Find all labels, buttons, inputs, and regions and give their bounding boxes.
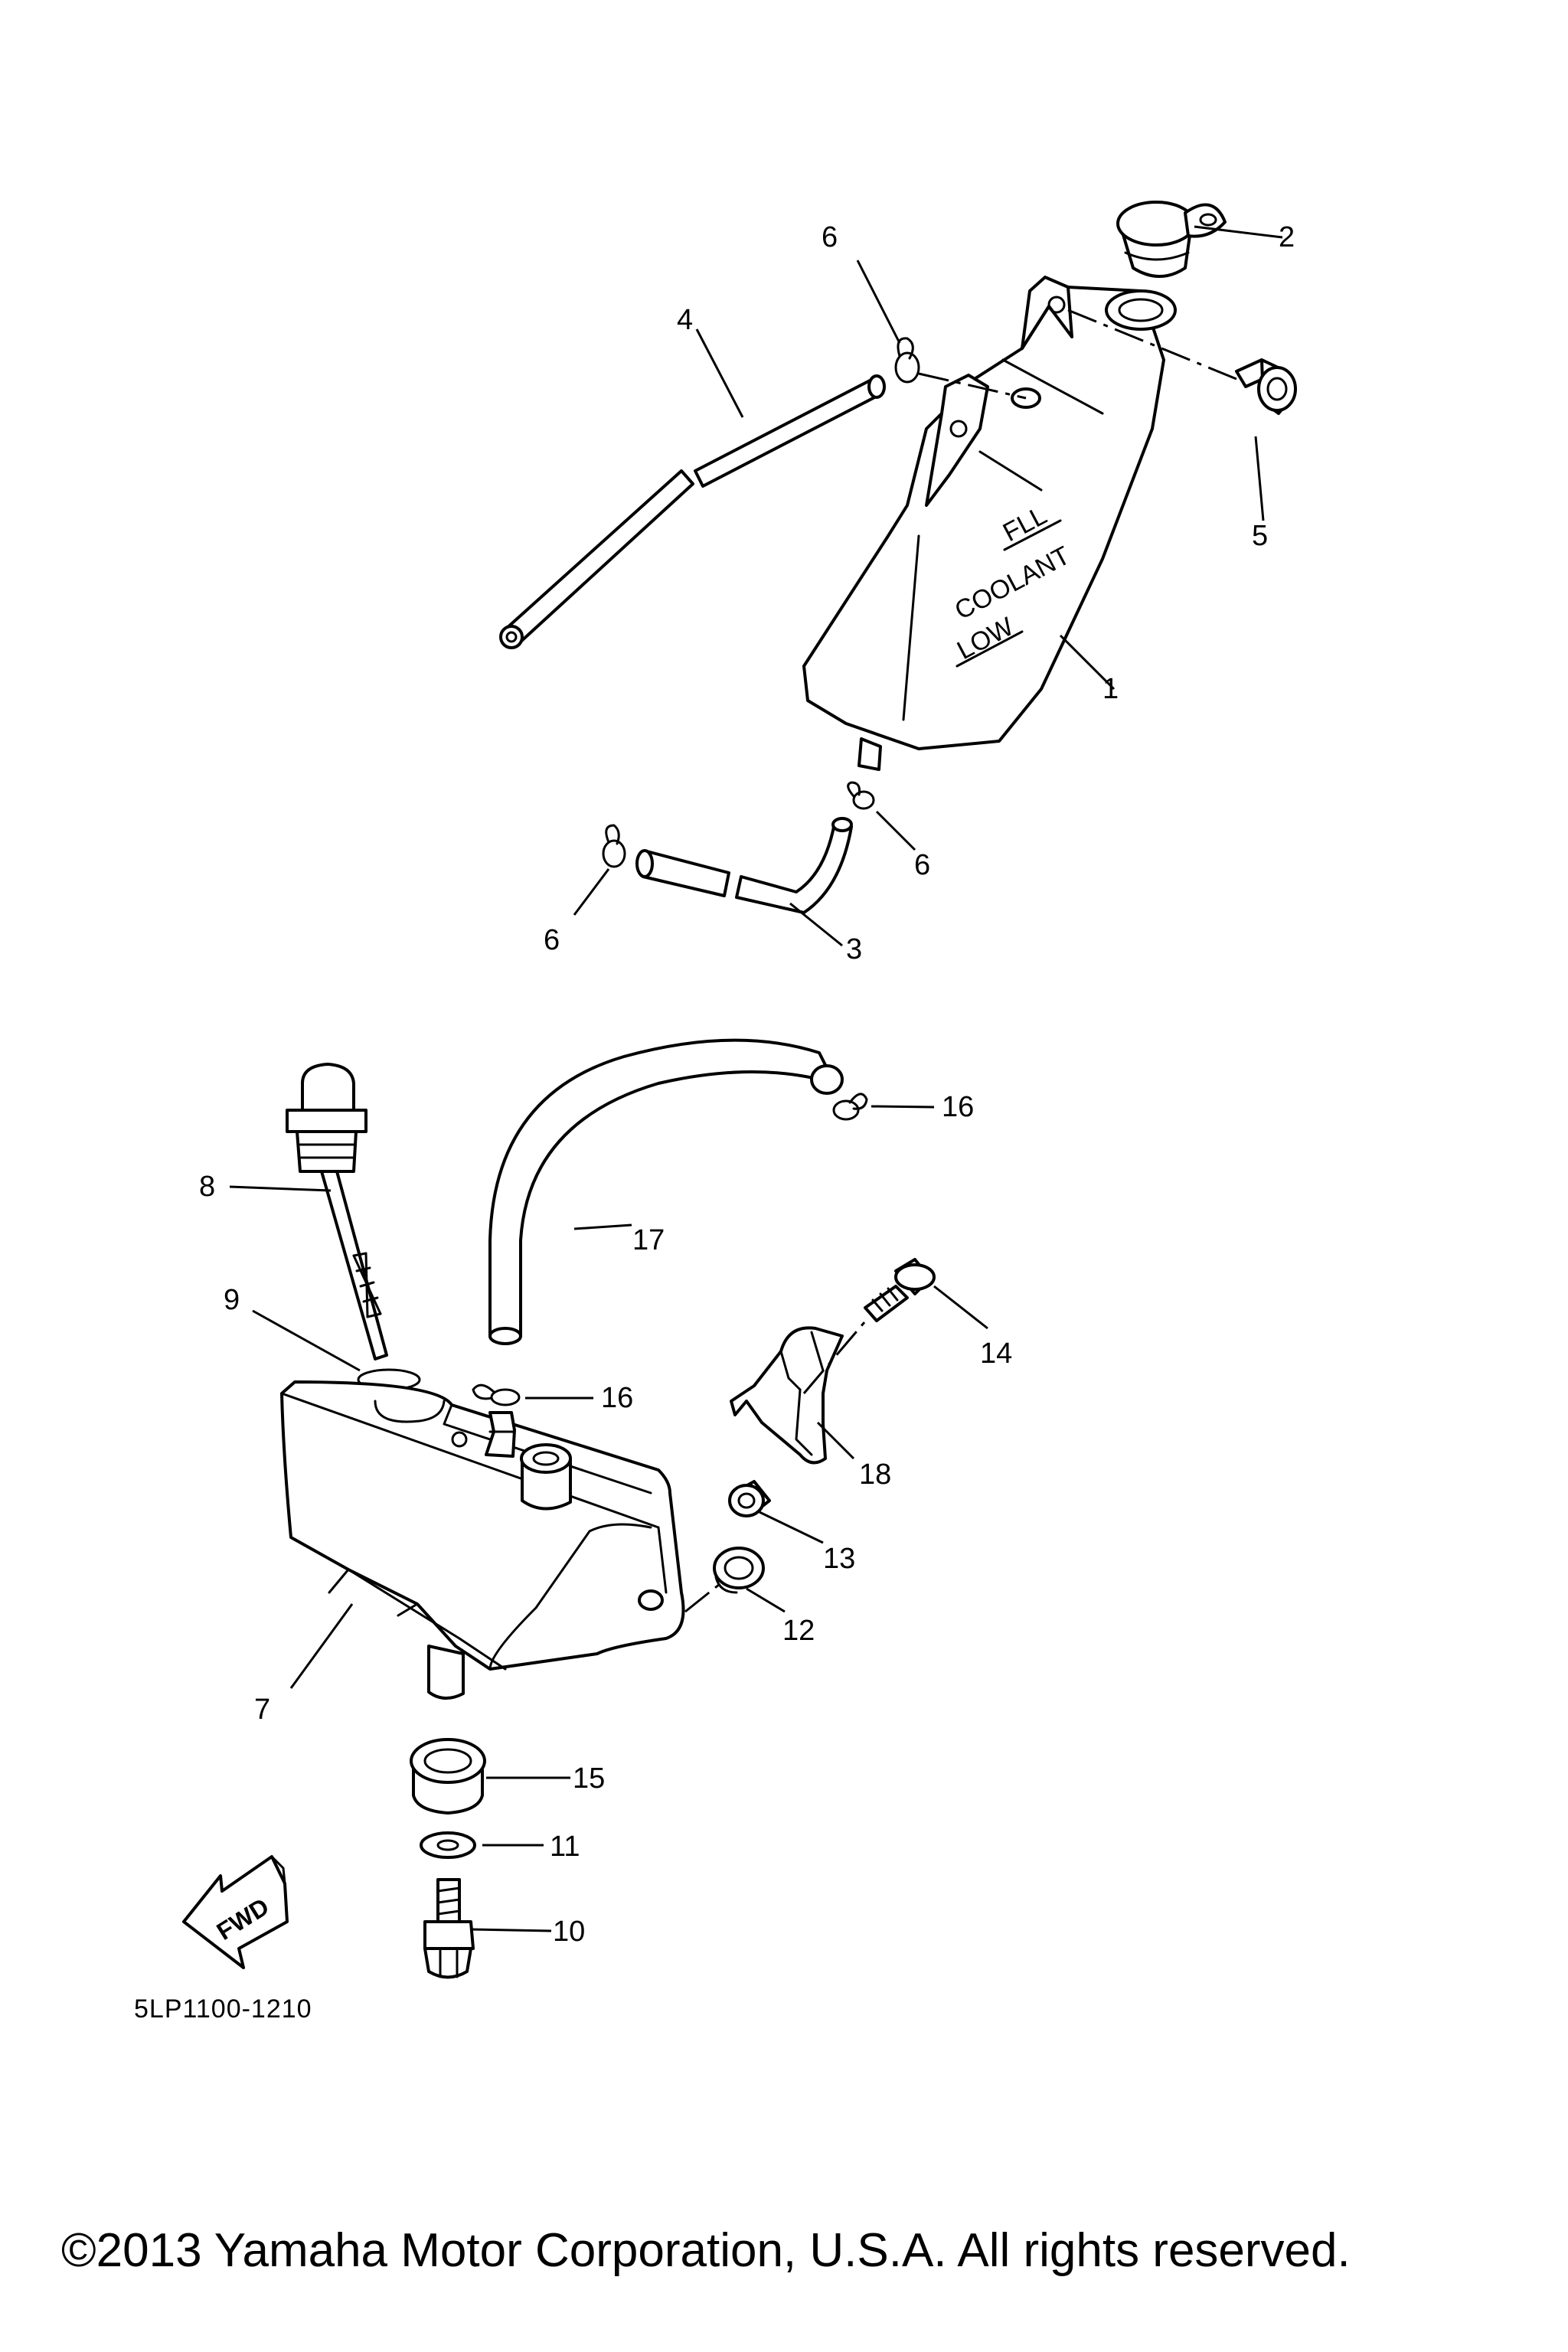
grommet	[713, 1547, 765, 1594]
copyright-notice: ©2013 Yamaha Motor Corporation, U.S.A. A…	[61, 2224, 1351, 2277]
callout-8: 8	[199, 1171, 215, 1203]
drain-washer	[420, 1831, 476, 1859]
breather-clamp-top	[832, 1093, 868, 1121]
bolt-alignment-line	[1067, 309, 1237, 381]
leader-lines	[229, 225, 1283, 1932]
callout-numbers: 1 2 3 4 5 6 6 6 7 8 9 10 11 12 13 14 15 …	[199, 221, 1295, 1948]
fwd-direction-arrow	[182, 1855, 289, 1969]
callout-6-left: 6	[544, 924, 560, 956]
collar	[728, 1480, 771, 1517]
hose-clamp-bottom-right	[847, 781, 875, 810]
callout-12: 12	[782, 1615, 815, 1647]
tank-decal-full-line	[1003, 519, 1062, 551]
callout-6-right: 6	[914, 849, 930, 881]
callout-13: 13	[823, 1543, 855, 1575]
drain-bolt	[423, 1878, 475, 1979]
breather-clamp-bottom	[472, 1383, 521, 1406]
callout-1: 1	[1102, 673, 1119, 705]
callout-15: 15	[573, 1762, 605, 1795]
coolant-reservoir-tank	[802, 276, 1177, 771]
bracket-bolt	[864, 1258, 936, 1322]
callout-3: 3	[846, 933, 862, 965]
callout-16-bottom: 16	[601, 1382, 633, 1414]
grommet-alignment-line	[684, 1579, 724, 1613]
hose-clamp-bottom-left	[602, 824, 626, 868]
overflow-hose	[499, 374, 886, 649]
hose-alignment-line	[918, 372, 1027, 400]
hose-clamp-top	[894, 337, 920, 384]
callout-6-top: 6	[822, 221, 838, 253]
bracket-alignment-line	[802, 1316, 871, 1394]
tank-decal-low-line	[956, 630, 1024, 668]
diagram-reference: 5LP1100-1210	[134, 1994, 312, 2024]
callout-16-top: 16	[942, 1091, 974, 1123]
callout-9: 9	[224, 1284, 240, 1316]
oil-dipstick	[286, 1063, 388, 1361]
tank-mount-bolt	[1235, 358, 1297, 415]
callout-7: 7	[254, 1694, 270, 1726]
oil-tank	[280, 1380, 685, 1700]
callout-5: 5	[1252, 520, 1268, 552]
callout-2: 2	[1279, 221, 1295, 253]
callout-10: 10	[553, 1916, 585, 1948]
reservoir-cap	[1116, 201, 1227, 278]
breather-hose	[488, 1038, 844, 1345]
tank-drain-hose	[635, 817, 853, 914]
callout-18: 18	[859, 1459, 891, 1491]
callout-4: 4	[677, 304, 693, 336]
mounting-bracket	[730, 1326, 844, 1465]
drain-boss	[410, 1738, 486, 1815]
callout-11: 11	[550, 1831, 580, 1863]
breather-nipple	[485, 1411, 516, 1458]
callout-14: 14	[980, 1338, 1012, 1370]
filler-neck	[520, 1443, 572, 1511]
callout-17: 17	[632, 1224, 665, 1256]
